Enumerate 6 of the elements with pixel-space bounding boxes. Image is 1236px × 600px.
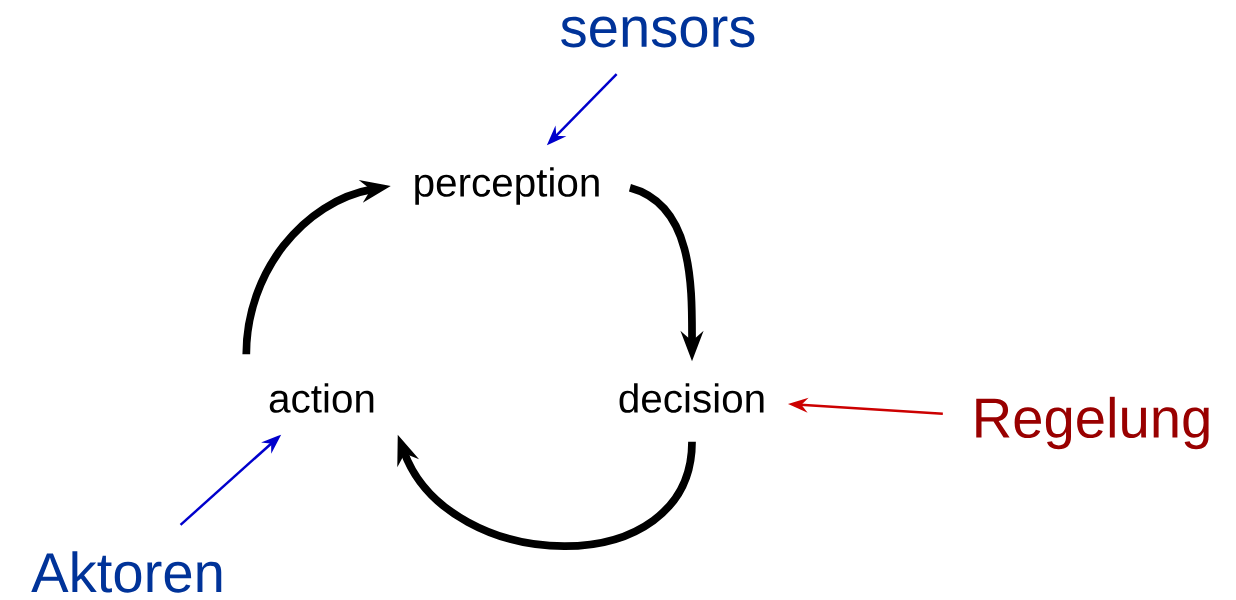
node-label: sensors: [561, 16, 755, 48]
node-label: perception: [415, 167, 599, 205]
node-label: decision: [619, 383, 764, 413]
node-label: Regelung: [976, 396, 1209, 450]
node-label: action: [269, 383, 374, 413]
node-label: Aktoren: [31, 551, 222, 593]
